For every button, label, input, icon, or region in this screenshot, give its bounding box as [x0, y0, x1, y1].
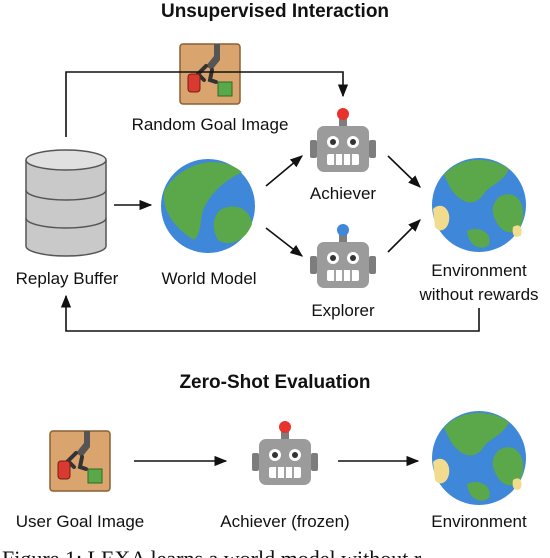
arrow-world-model-to-explorer [265, 227, 304, 257]
figure-caption: Figure 1: LEXA learns a world model with… [2, 546, 422, 558]
environment-label-line1: Environment [431, 261, 527, 280]
achiever-frozen-robot-icon [251, 421, 319, 486]
world-model-label: World Model [161, 269, 256, 288]
user-goal-image [48, 429, 112, 493]
achiever-frozen-label: Achiever (frozen) [220, 512, 349, 531]
title-unsupervised-interaction: Unsupervised Interaction [161, 1, 389, 22]
world-model-icon [161, 159, 255, 253]
explorer-label: Explorer [311, 301, 375, 320]
arrow-explorer-to-environment [387, 219, 421, 253]
random-goal-image-label: Random Goal Image [132, 115, 289, 134]
environment-bottom-label: Environment [431, 512, 527, 531]
arrow-achiever-to-environment [387, 155, 421, 188]
arrow-environment-to-buffer [60, 294, 480, 332]
replay-buffer-label: Replay Buffer [16, 269, 119, 288]
replay-buffer-icon [25, 149, 107, 257]
achiever-robot-icon [309, 108, 377, 173]
explorer-robot-icon [309, 224, 377, 289]
arrow-buffer-to-achiever [65, 71, 349, 137]
environment-label-line2: without rewards [418, 285, 538, 304]
environment-globe-icon [432, 158, 526, 252]
arrow-world-model-to-achiever [265, 155, 303, 187]
achiever-label: Achiever [310, 184, 376, 203]
random-goal-image [178, 42, 242, 106]
user-goal-image-label: User Goal Image [16, 512, 145, 531]
title-zero-shot-evaluation: Zero-Shot Evaluation [179, 372, 370, 393]
environment-globe-bottom-icon [432, 411, 526, 505]
